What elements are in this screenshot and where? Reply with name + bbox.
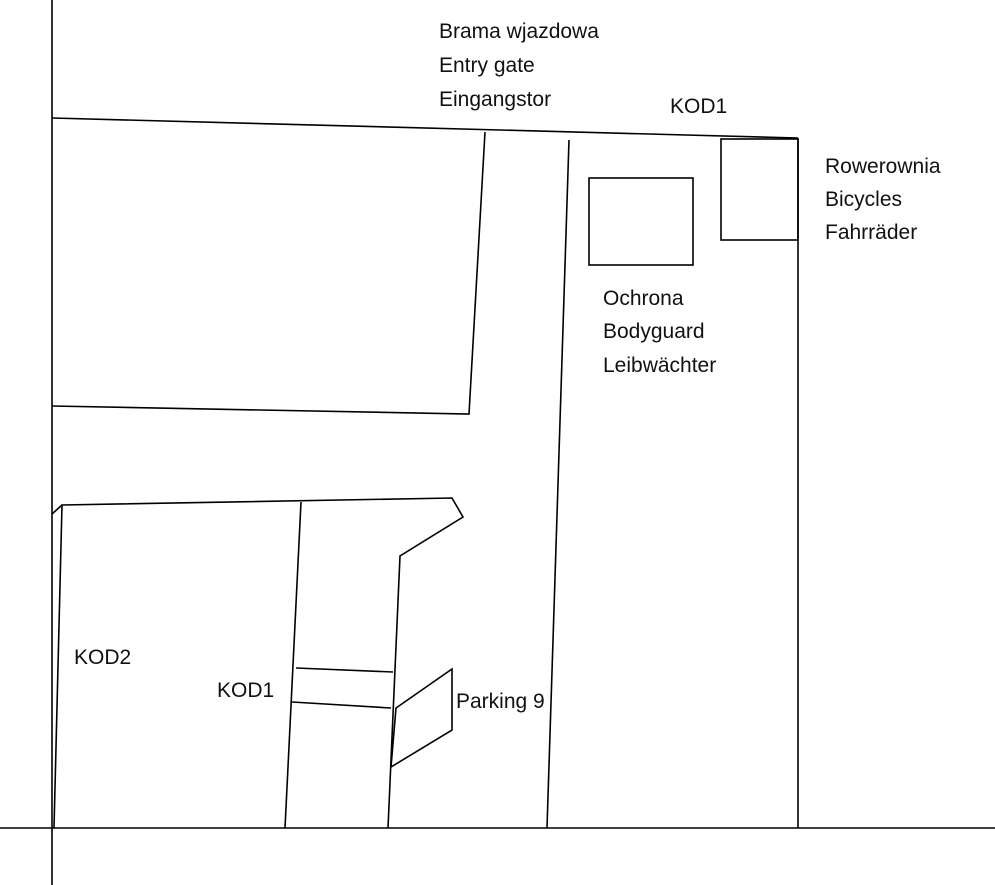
bicycles-label-en: Bicycles	[825, 188, 902, 211]
security-label-de: Leibwächter	[603, 354, 716, 377]
main-road-edge	[546, 139, 570, 829]
top-boundary-line	[51, 117, 799, 139]
entry-gate-label-pl: Brama wjazdowa	[439, 20, 599, 43]
security-label-pl: Ochrona	[603, 287, 684, 310]
parking-9-marker	[390, 667, 453, 769]
upper-left-building	[51, 131, 486, 415]
lower-left-building	[53, 497, 465, 829]
inner-divider-line	[284, 501, 302, 829]
kod1-gate-bar-lower	[291, 701, 392, 709]
lower-left-building-corner	[51, 504, 63, 515]
bicycles-label-de: Fahrräder	[825, 221, 917, 244]
security-booth	[588, 177, 694, 266]
security-label-en: Bodyguard	[603, 320, 705, 343]
kod2-label: KOD2	[74, 646, 131, 669]
parking-9-label: Parking 9	[456, 690, 545, 713]
entry-gate-label-en: Entry gate	[439, 54, 535, 77]
entry-gate-label-de: Eingangstor	[439, 88, 551, 111]
bicycles-label-pl: Rowerownia	[825, 155, 941, 178]
kod1-gate-bar-upper	[295, 667, 394, 673]
kod1-top-label: KOD1	[670, 95, 727, 118]
kod1-bottom-label: KOD1	[217, 679, 274, 702]
bicycle-shed	[720, 138, 799, 241]
